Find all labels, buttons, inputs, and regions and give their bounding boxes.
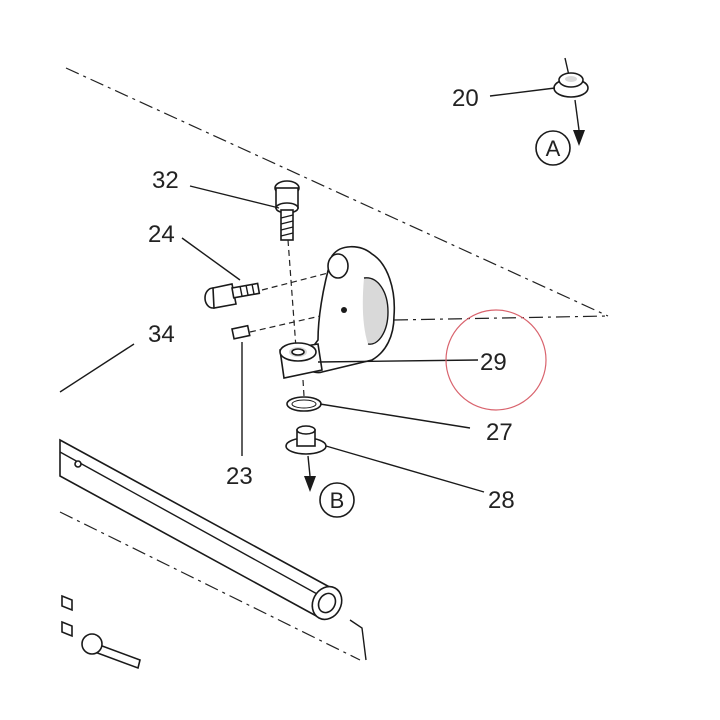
grommet-20 xyxy=(553,57,589,146)
marker-a-label: A xyxy=(546,136,561,161)
leader-lines xyxy=(59,87,556,493)
direction-marker-b: B xyxy=(319,482,355,518)
oring-27 xyxy=(286,379,322,412)
callout-20: 20 xyxy=(452,85,479,112)
callout-28: 28 xyxy=(488,487,515,514)
tube-34 xyxy=(59,438,367,661)
setscrew-23 xyxy=(231,311,339,340)
callout-32: 32 xyxy=(152,167,179,194)
bushing-28 xyxy=(285,425,327,492)
callout-34: 34 xyxy=(148,321,175,348)
callout-27: 27 xyxy=(486,419,513,446)
bracket-29 xyxy=(279,245,396,379)
bolt-24 xyxy=(204,271,333,309)
callout-29: 29 xyxy=(480,349,507,376)
highlight-circle xyxy=(445,309,547,411)
frame-outline xyxy=(59,67,609,661)
marker-b-label: B xyxy=(330,488,345,513)
lower-left-hardware xyxy=(61,594,141,670)
bolt-32 xyxy=(274,180,300,349)
callout-23: 23 xyxy=(226,463,253,490)
callout-24: 24 xyxy=(148,221,175,248)
direction-marker-a: A xyxy=(535,130,571,166)
